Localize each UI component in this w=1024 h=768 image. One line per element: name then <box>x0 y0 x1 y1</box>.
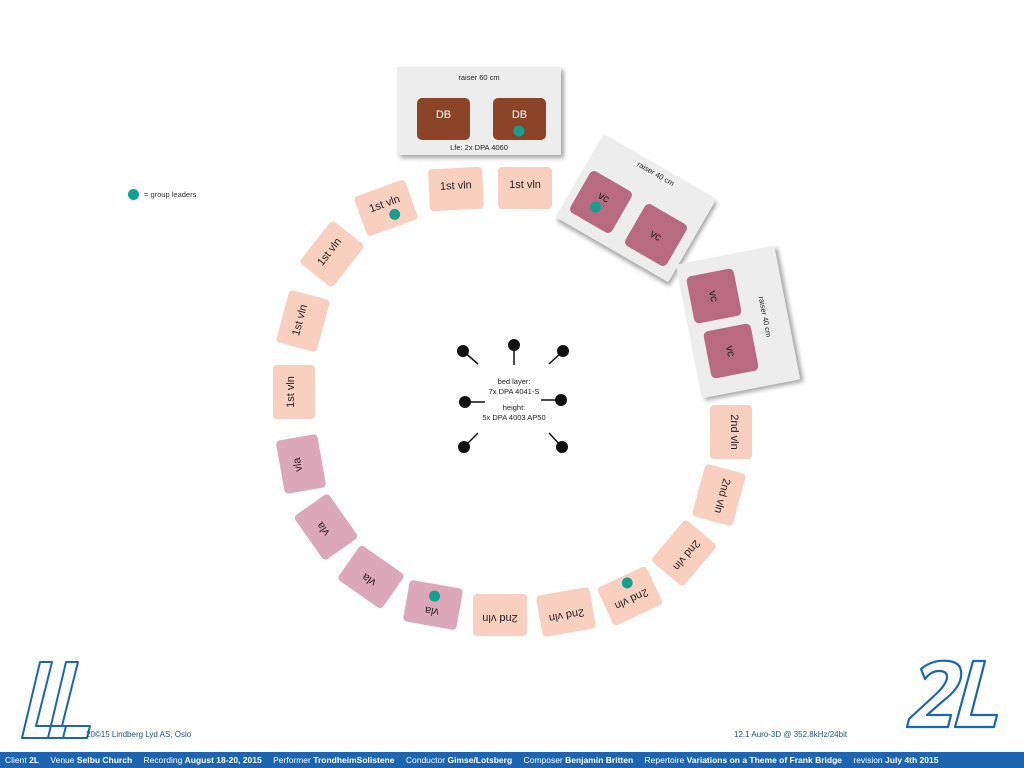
seat-label: DB <box>436 109 451 121</box>
height-layer-value: 5x DPA 4003 AP50 <box>482 413 545 422</box>
bed-layer-label: bed layer: <box>498 377 531 386</box>
seat-viola: vla <box>294 494 358 560</box>
seat-double-bass-1: DB <box>417 98 470 140</box>
seat-cello-2: vc <box>625 204 687 266</box>
seat-label: 2nd vln <box>728 414 740 449</box>
seat-viola: vla <box>276 434 326 494</box>
footer-revision-value: July 4th 2015 <box>885 755 939 765</box>
group-leader-marker <box>621 577 633 589</box>
footer-client-label: Client <box>5 755 27 765</box>
seat-label: 1st vln <box>509 179 541 191</box>
microphone-icon <box>459 396 471 408</box>
seat-first-violin: 1st vln <box>300 221 364 287</box>
2l-logo <box>905 659 999 729</box>
seat-second-violin: 2nd vln <box>692 464 746 526</box>
seat-double-bass-2: DB <box>493 98 546 140</box>
seat-label: 1st vln <box>440 179 472 193</box>
seat-first-violin: 1st vln <box>428 166 484 212</box>
footer-recording-label: Recording <box>143 755 183 765</box>
group-leader-marker <box>429 590 441 602</box>
seat-first-violin: 1st vln <box>276 290 330 352</box>
seat-label: vc <box>723 345 737 359</box>
seat-first-violin: 1st vln <box>354 180 418 236</box>
footer-conductor-value: Gimse/Lotsberg <box>447 755 513 765</box>
footer-recording-value: August 18-20, 2015 <box>184 755 262 765</box>
footer-venue-label: Venue <box>50 755 75 765</box>
seat-first-violin: 1st vln <box>498 167 552 209</box>
group-leader-marker <box>389 208 401 220</box>
footer-client-value: 2L <box>29 755 40 765</box>
microphone-icon <box>457 345 469 357</box>
seat-second-violin: 2nd vln <box>473 594 527 636</box>
legend-label: = group leaders <box>144 190 197 199</box>
seat-label: vla <box>423 604 440 618</box>
seat-first-violin: 1st vln <box>273 365 315 419</box>
group-leader-icon <box>128 189 139 200</box>
footer-conductor-label: Conductor <box>405 755 446 765</box>
seat-viola: vla <box>403 580 463 630</box>
seat-cello-3: vc <box>686 268 742 324</box>
microphone-icon <box>508 339 520 351</box>
bed-layer-value: 7x DPA 4041-S <box>489 387 540 396</box>
footer-venue-value: Selbu Church <box>76 755 133 765</box>
seat-second-violin: 2nd vln <box>536 587 596 637</box>
footer-revision-label: revision <box>853 755 883 765</box>
footer-composer-label: Composer <box>523 755 563 765</box>
seat-label: 1st vln <box>285 376 297 408</box>
seat-label: 2nd vln <box>482 612 517 624</box>
seat-cello-1: vc <box>570 171 632 233</box>
seat-cello-4: vc <box>703 323 759 379</box>
seat-label: DB <box>512 109 527 121</box>
seat-ring: 1st vln 1st vln 1st vln 1st vln 1st vln … <box>273 166 752 637</box>
seat-label: vc <box>706 290 720 304</box>
footer-bar: Client 2L Venue Selbu Church Recording A… <box>0 752 1024 768</box>
footer-performer-value: TrondheimSolistene <box>313 755 395 765</box>
seat-second-violin: 2nd vln <box>597 566 663 626</box>
microphone-icon <box>557 345 569 357</box>
seat-viola: vla <box>338 545 404 609</box>
microphone-icon <box>458 441 470 453</box>
legend: = group leaders <box>128 189 196 200</box>
raiser-60cm: raiser 60 cm Lfe: 2x DPA 4060 DB DB <box>397 67 561 155</box>
seat-label: vla <box>291 456 305 473</box>
footer-repertoire-value: Variations on a Theme of Frank Bridge <box>686 755 842 765</box>
raiser-40cm-2: raiser 40 cm <box>675 245 801 399</box>
seat-second-violin: 2nd vln <box>710 405 752 459</box>
copyright-text: 20©15 Lindberg Lyd AS, Oslo <box>86 730 192 739</box>
group-leader-marker <box>590 201 602 213</box>
group-leader-marker <box>513 125 525 137</box>
footer-repertoire-label: Repertoire <box>644 755 685 765</box>
raiser-60cm-label: raiser 60 cm <box>458 73 499 82</box>
lfe-mic-label: Lfe: 2x DPA 4060 <box>450 143 508 152</box>
microphone-icon <box>555 394 567 406</box>
height-layer-label: height: <box>503 403 526 412</box>
seat-second-violin: 2nd vln <box>652 520 716 586</box>
footer-performer-label: Performer <box>273 755 311 765</box>
microphone-array-heads <box>457 339 569 453</box>
microphone-icon <box>556 441 568 453</box>
microphone-array <box>462 345 564 448</box>
footer-composer-value: Benjamin Britten <box>565 755 634 765</box>
ll-logo <box>21 661 91 739</box>
format-text: 12.1 Auro-3D @ 352.8kHz/24bit <box>734 730 848 739</box>
